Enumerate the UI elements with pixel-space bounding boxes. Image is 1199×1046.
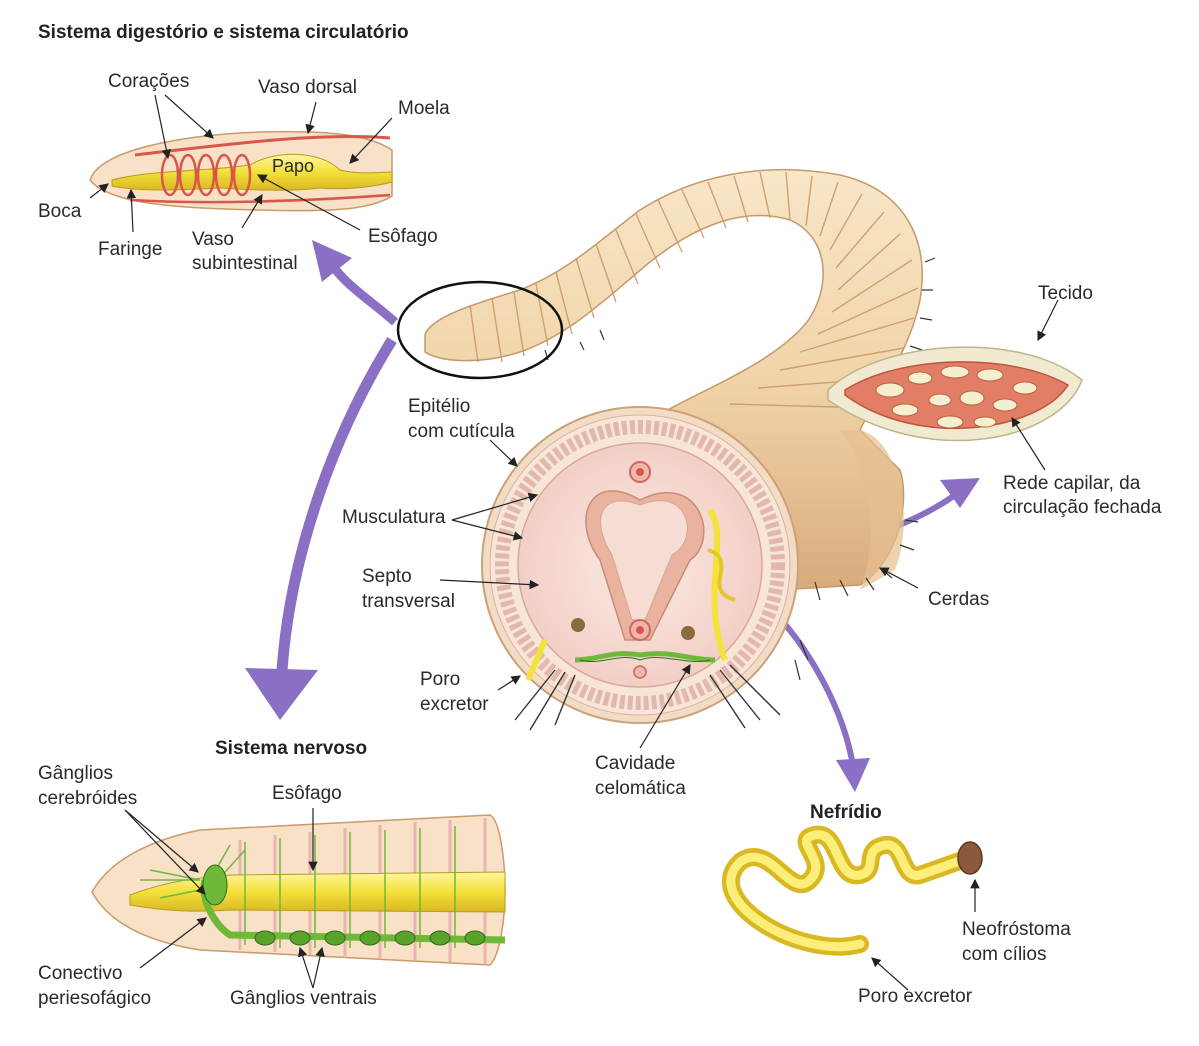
label-epitelio-1: Epitélio [408, 396, 471, 417]
label-coracoes: Corações [108, 71, 190, 92]
label-cavidade-1: Cavidade [595, 753, 676, 774]
label-musculatura: Musculatura [342, 507, 446, 528]
label-boca: Boca [38, 201, 82, 222]
label-conectivo-2: periesofágico [38, 988, 152, 1009]
cross-section [481, 406, 799, 731]
label-vaso-dorsal: Vaso dorsal [258, 77, 357, 98]
label-faringe: Faringe [98, 239, 163, 260]
label-conectivo-1: Conectivo [38, 963, 123, 984]
label-septo-2: transversal [362, 591, 455, 612]
label-poro-2: excretor [420, 694, 489, 715]
label-moela: Moela [398, 98, 450, 119]
label-papo: Papo [272, 156, 315, 176]
label-ganglios-cer-1: Gânglios [38, 763, 113, 784]
nervous-inset [91, 814, 506, 966]
title-nephridium: Nefrídio [810, 802, 882, 823]
label-cavidade-2: celomática [595, 778, 686, 799]
label-epitelio-2: com cutícula [408, 421, 515, 442]
digestive-inset [89, 130, 393, 212]
label-ganglios-cer-2: cerebróides [38, 788, 138, 809]
title-nervous: Sistema nervoso [215, 738, 368, 759]
label-septo-1: Septo [362, 566, 412, 587]
pointer-lines [89, 94, 1059, 991]
label-poro-excretor-neph: Poro excretor [858, 986, 973, 1007]
arrow-to-digestive [312, 240, 398, 326]
nephridium-drawing [722, 825, 983, 956]
label-tecido: Tecido [1038, 283, 1093, 304]
label-poro-1: Poro [420, 669, 461, 690]
label-neofrostoma-1: Neofróstoma [962, 919, 1071, 940]
label-vaso-sub-2: subintestinal [192, 253, 298, 274]
label-esofago-nerv: Esôfago [272, 783, 342, 804]
earthworm-body [424, 168, 936, 681]
label-vaso-sub-1: Vaso [192, 229, 234, 250]
arrow-to-nervous [245, 337, 397, 720]
title-digestive: Sistema digestório e sistema circulatóri… [38, 22, 409, 43]
label-rede-1: Rede capilar, da [1003, 473, 1141, 494]
label-esofago-top: Esôfago [368, 226, 438, 247]
label-rede-2: circulação fechada [1003, 497, 1162, 518]
label-ganglios-ventrais: Gânglios ventrais [230, 988, 377, 1009]
head-highlight-circle [396, 280, 564, 380]
label-cerdas: Cerdas [928, 589, 990, 610]
label-neofrostoma-2: com cílios [962, 944, 1047, 965]
